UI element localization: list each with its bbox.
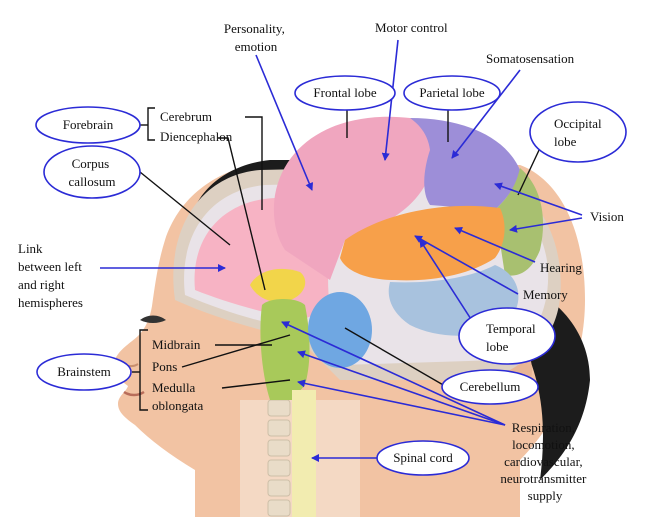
respiration-arrow-3 bbox=[297, 379, 506, 426]
memory-label: Memory bbox=[523, 287, 568, 302]
hearing-label: Hearing bbox=[540, 260, 582, 275]
eye bbox=[140, 315, 166, 323]
spinal-cord-oval bbox=[376, 440, 470, 476]
cerebellum-section bbox=[308, 292, 372, 368]
vision-arrow-1 bbox=[494, 182, 583, 216]
respiration-arrow-2 bbox=[297, 350, 506, 426]
pons-pointer bbox=[181, 334, 291, 368]
personality-arrow bbox=[255, 54, 314, 191]
respiration-label: Respiration, locomotion, cardiovascular,… bbox=[500, 420, 589, 503]
corpus-callosum-oval bbox=[43, 145, 141, 199]
brainstem-region bbox=[260, 298, 310, 400]
occipital-lobe-oval bbox=[529, 101, 627, 163]
somatosensation-arrow bbox=[451, 69, 521, 159]
vision-label: Vision bbox=[590, 209, 624, 224]
cerebrum-label: Cerebrum bbox=[160, 109, 212, 124]
brainstem-label: Brainstem bbox=[57, 364, 110, 379]
link-label: Link between left and right hemispheres bbox=[18, 241, 85, 310]
spinal-cord-region bbox=[292, 390, 316, 517]
hearing-arrow bbox=[454, 227, 536, 263]
brainstem-bracket bbox=[132, 329, 148, 411]
occipital-lobe-label: Occipital lobe bbox=[554, 116, 605, 149]
lips bbox=[123, 390, 145, 397]
hair-back bbox=[480, 270, 590, 480]
frontal-lobe-label: Frontal lobe bbox=[313, 85, 376, 100]
diencephalon-region bbox=[250, 268, 306, 302]
spinal-cord-label: Spinal cord bbox=[393, 450, 453, 465]
frontal-lobe-oval bbox=[294, 75, 396, 111]
temporal-lobe-oval bbox=[458, 307, 556, 365]
motor-control-label: Motor control bbox=[375, 20, 448, 35]
personality-label: Personality, emotion bbox=[224, 21, 288, 54]
respiration-arrow-1 bbox=[281, 321, 506, 426]
forebrain-label: Forebrain bbox=[63, 117, 114, 132]
parietal-lobe-label: Parietal lobe bbox=[419, 85, 485, 100]
medulla-pointer bbox=[221, 379, 291, 389]
corpus-callosum-label: Corpus callosum bbox=[69, 156, 116, 189]
diencephalon-label: Diencephalon bbox=[160, 129, 233, 144]
temporal-lobe-label: Temporal lobe bbox=[486, 321, 539, 354]
cerebrum-pointer bbox=[245, 116, 263, 210]
forebrain-oval bbox=[35, 106, 141, 144]
occipital-pointer bbox=[517, 147, 541, 196]
cerebellum-pointer bbox=[344, 327, 446, 387]
forebrain-bracket bbox=[140, 107, 155, 141]
frontal-lobe-region bbox=[273, 116, 434, 280]
diencephalon-pointer bbox=[218, 137, 266, 291]
memory-arrow bbox=[414, 235, 519, 295]
cerebellum-oval bbox=[441, 369, 539, 405]
cerebellum-label: Cerebellum bbox=[460, 379, 521, 394]
occipital-lobe-region bbox=[495, 168, 544, 276]
parietal-lobe-oval bbox=[403, 75, 501, 111]
temporal-arrow bbox=[419, 239, 479, 331]
medulla-label: Medulla oblongata bbox=[152, 380, 203, 413]
midbrain-label: Midbrain bbox=[152, 337, 201, 352]
parietal-lobe-region bbox=[410, 118, 520, 210]
vertebrae bbox=[267, 399, 291, 517]
corpus-callosum-pointer bbox=[139, 171, 231, 246]
brainstem-oval bbox=[36, 353, 132, 391]
vision-arrow-2 bbox=[509, 217, 583, 233]
pons-label: Pons bbox=[152, 359, 177, 374]
somatosensation-label: Somatosensation bbox=[486, 51, 575, 66]
